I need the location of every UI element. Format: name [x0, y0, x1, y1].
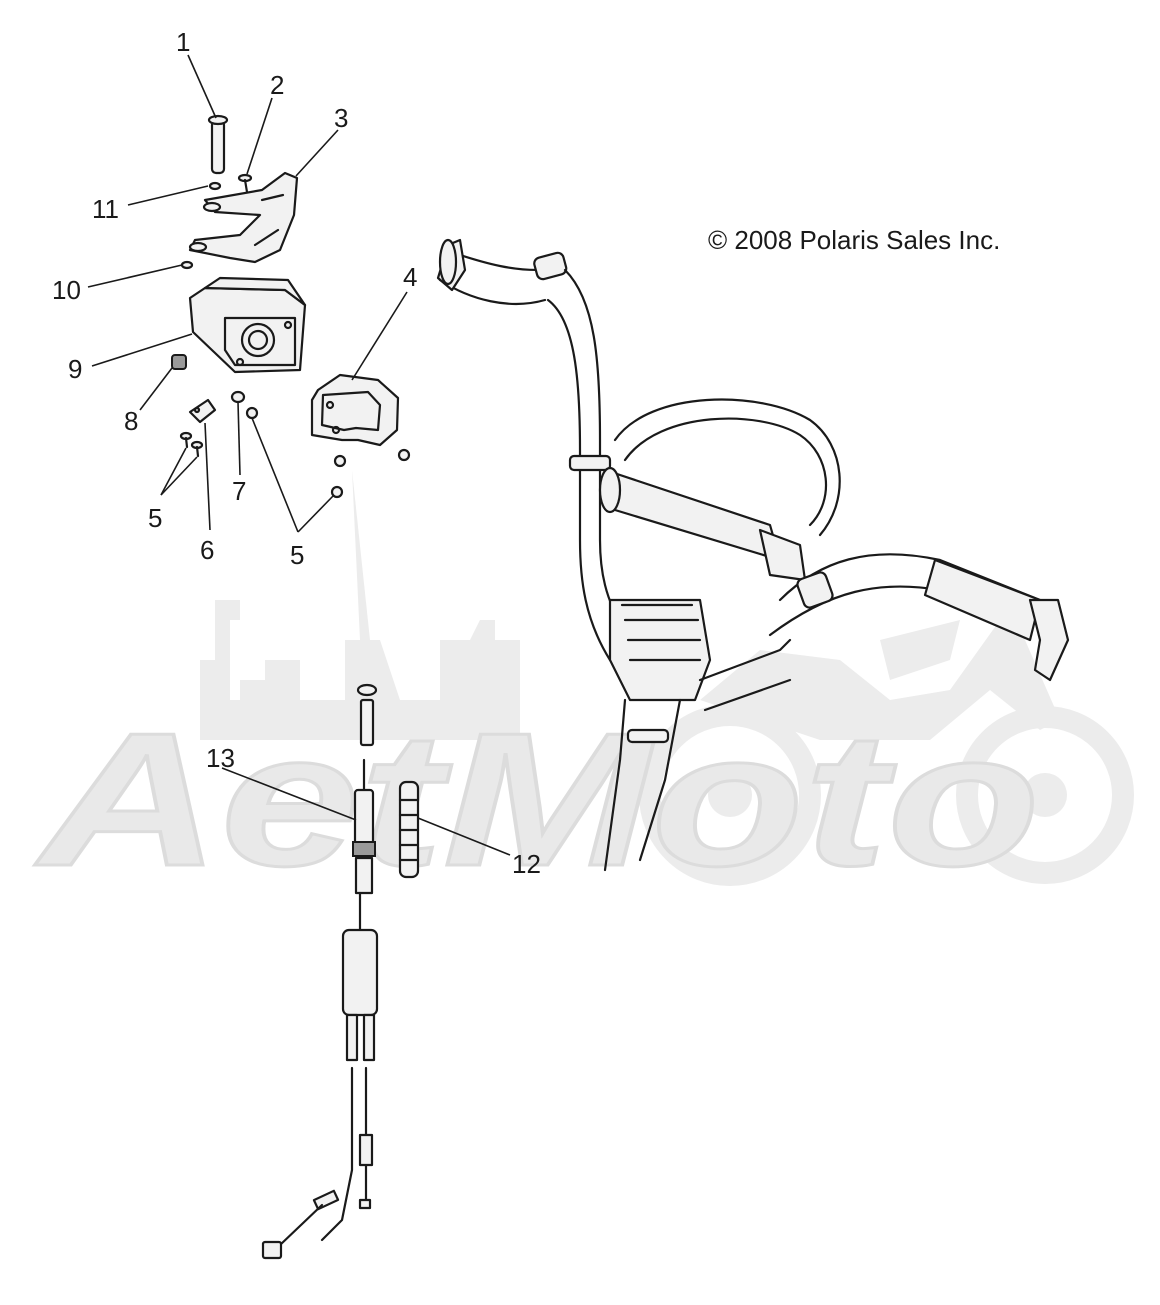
part-11-clip [208, 181, 222, 191]
part-4-cover [310, 373, 400, 447]
callout-7: 7 [232, 476, 246, 506]
part-12-spring [398, 780, 420, 879]
callout-2: 2 [270, 70, 284, 100]
part-3-bracket [188, 171, 299, 264]
callout-8: 8 [124, 406, 138, 436]
part-7-washer [230, 390, 246, 404]
callout-5-right: 5 [290, 540, 304, 570]
callout-9: 9 [68, 354, 82, 384]
part-5-screws-right [245, 406, 411, 499]
part-6-plate [188, 398, 217, 424]
handlebar-assembly [436, 238, 1070, 872]
part-13-throttle-cable [261, 683, 379, 1260]
callout-10: 10 [52, 275, 81, 305]
callout-4: 4 [403, 262, 417, 292]
part-8-nut [171, 354, 187, 370]
part-9-switch-housing [188, 276, 307, 374]
part-1-pin [207, 114, 229, 175]
callout-11: 11 [92, 194, 119, 224]
part-2-screw [237, 173, 253, 194]
callout-13: 13 [206, 743, 235, 773]
leader-lines [87, 54, 511, 856]
callout-12: 12 [512, 849, 541, 879]
copyright-notice: © 2008 Polaris Sales Inc. [708, 225, 1000, 255]
callout-1: 1 [176, 27, 190, 57]
part-5-screws-left [179, 431, 204, 458]
watermark-motorcycle [639, 600, 1134, 886]
watermark-text: AetMoto [35, 694, 1040, 906]
callout-5-left: 5 [148, 503, 162, 533]
part-10-clip [180, 260, 194, 270]
callout-labels: 1 2 3 4 5 5 6 7 8 9 10 11 12 13 [52, 27, 541, 879]
callout-6: 6 [200, 535, 214, 565]
watermark-skyline [200, 470, 520, 740]
callout-3: 3 [334, 103, 348, 133]
watermark: AetMoto [33, 470, 1134, 908]
